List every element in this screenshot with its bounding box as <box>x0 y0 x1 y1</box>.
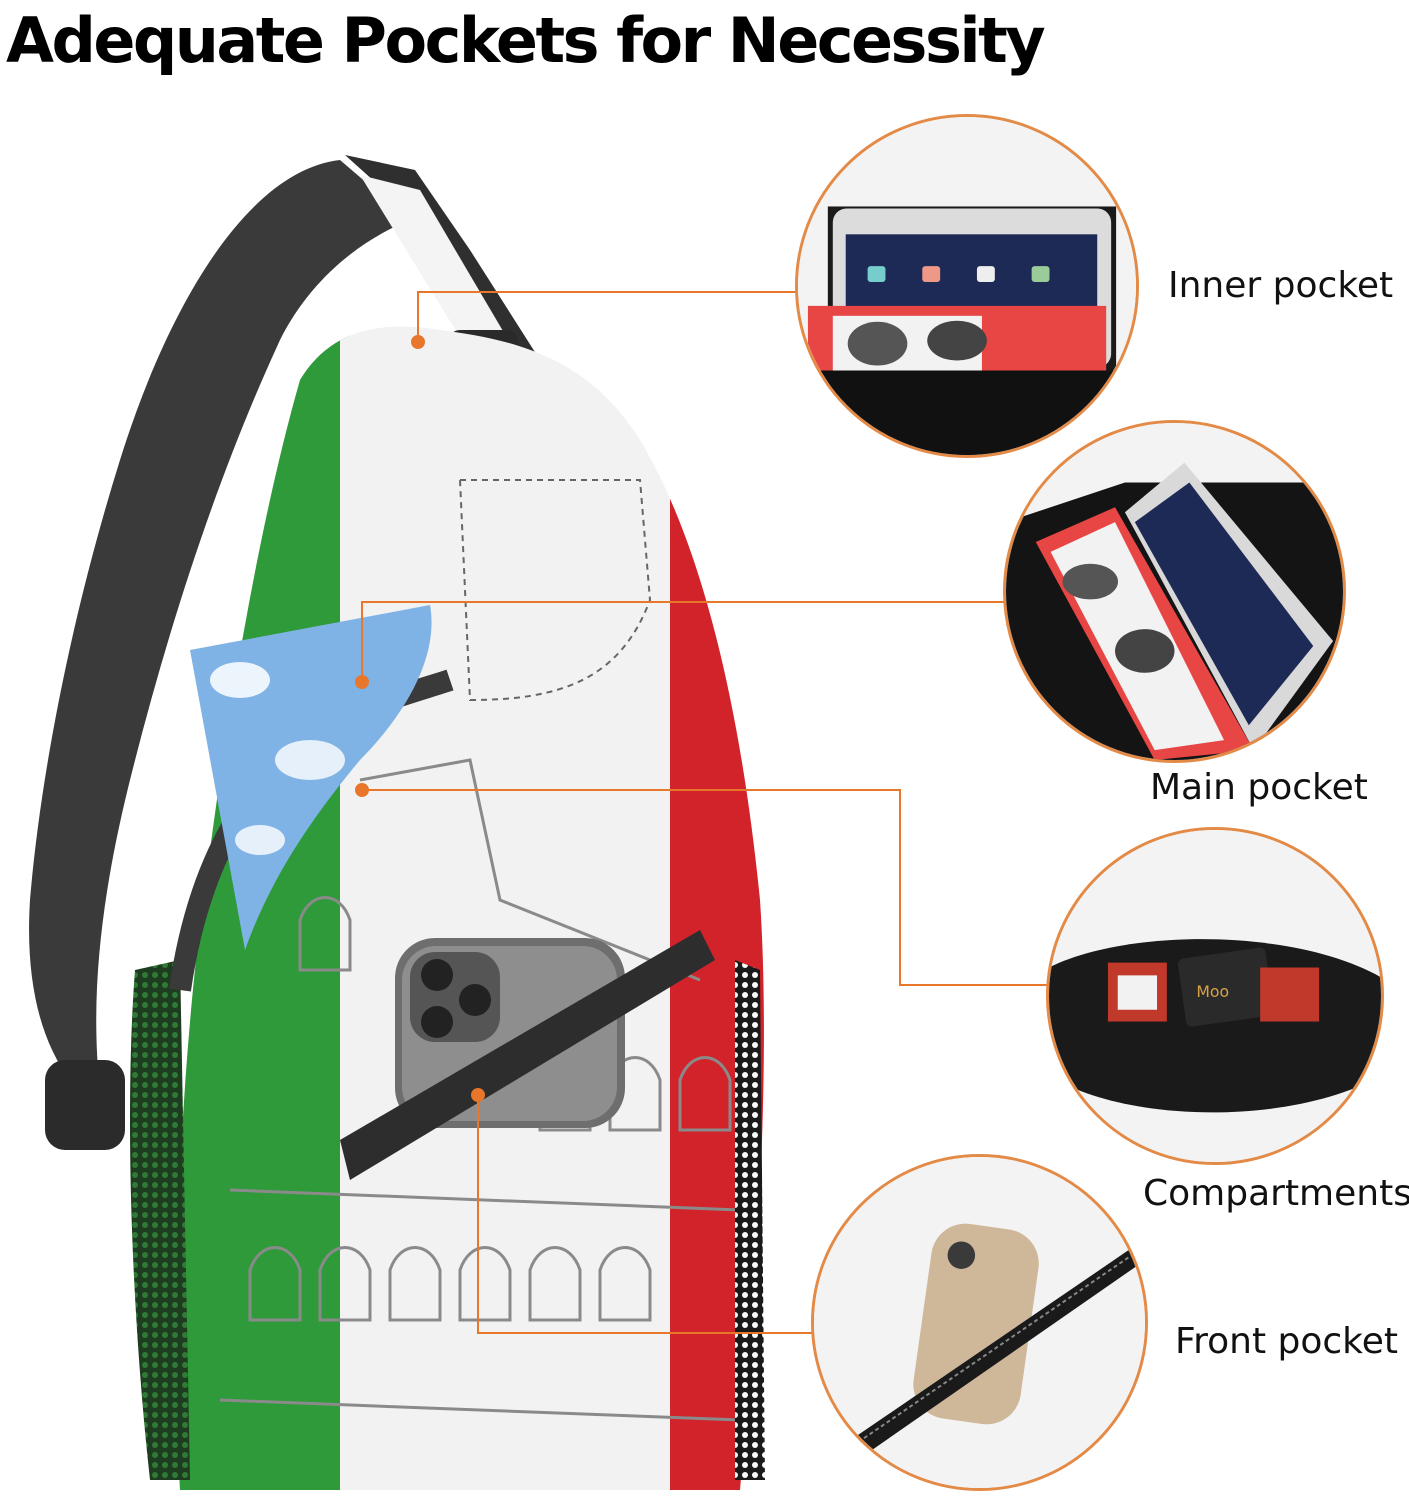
shoulder-strap <box>29 155 540 1150</box>
front-pocket-zipper <box>340 930 715 1180</box>
phone-in-front-pocket <box>395 938 625 1128</box>
detail-circle-main-pocket <box>1003 420 1346 763</box>
detail-circle-front-pocket <box>811 1154 1148 1491</box>
detail-circle-compartments: Moo <box>1046 827 1384 1165</box>
callout-label-compartments: Compartments <box>1143 1173 1409 1214</box>
strap-clip <box>45 1060 125 1150</box>
svg-text:Moo: Moo <box>1196 982 1229 1001</box>
side-mesh-pocket-right <box>735 960 765 1480</box>
callout-label-inner-pocket: Inner pocket <box>1168 265 1394 306</box>
detail-circle-inner-pocket <box>795 114 1139 458</box>
callout-label-front-pocket: Front pocket <box>1175 1321 1398 1362</box>
side-mesh-pocket-left <box>130 960 190 1480</box>
page-title: Adequate Pockets for Necessity <box>6 4 1046 77</box>
callout-lines <box>361 291 1050 1334</box>
book-in-main-pocket <box>190 605 432 950</box>
callout-dots <box>355 335 485 1102</box>
callout-label-main-pocket: Main pocket <box>1150 767 1368 808</box>
